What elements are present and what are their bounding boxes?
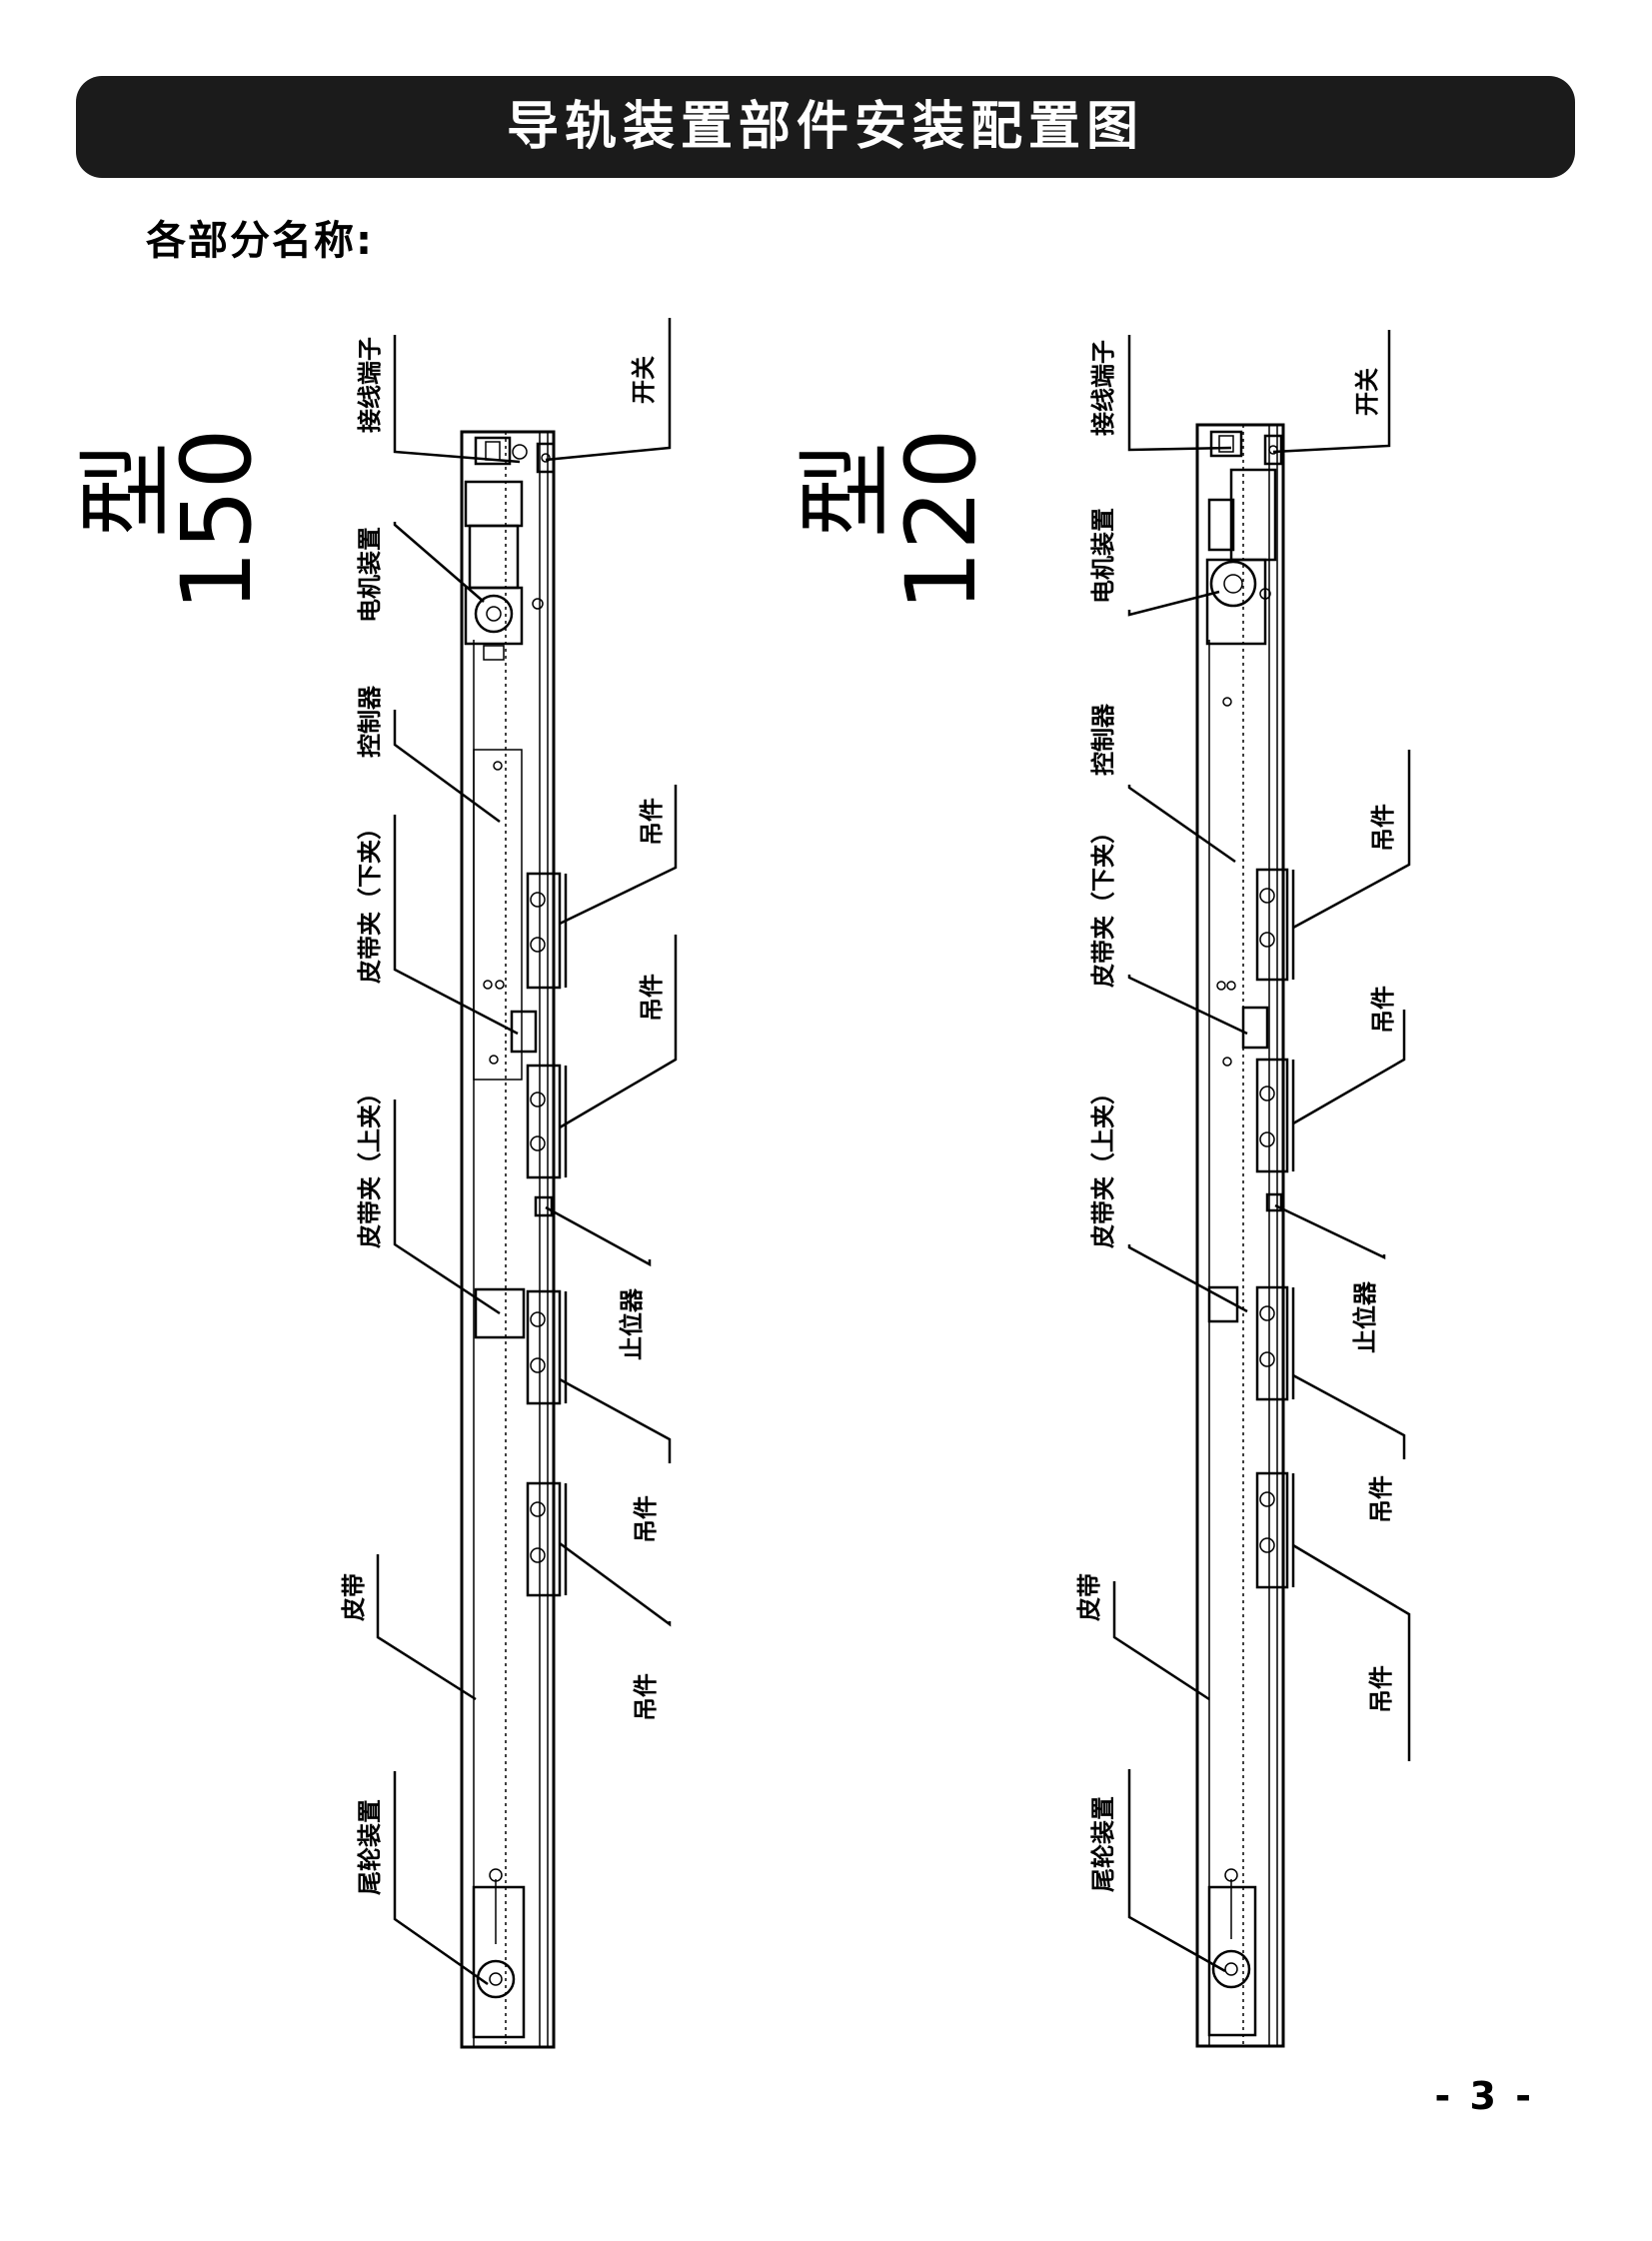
section-heading: 各部分名称: xyxy=(146,218,374,264)
label-hanger-4: 吊件 xyxy=(1367,1665,1395,1713)
title-banner: 导轨装置部件安装配置图 xyxy=(76,76,1575,178)
label-stopper: 止位器 xyxy=(1351,1280,1379,1353)
callout-lines xyxy=(1112,330,1411,1973)
label-terminal: 接线端子 xyxy=(1089,340,1117,436)
motor-unit xyxy=(1205,468,1277,646)
label-hanger-3: 吊件 xyxy=(1367,1475,1395,1523)
label-hanger-3: 吊件 xyxy=(632,1495,660,1543)
label-motor: 电机装置 xyxy=(1089,508,1117,604)
model-suffix: 型 xyxy=(791,442,902,538)
hanger-1 xyxy=(526,872,568,990)
belt-clamp-lower xyxy=(1241,1006,1269,1050)
label-belt-clamp-lower: 皮带夹（下夹） xyxy=(356,816,384,984)
stopper-component xyxy=(534,1195,554,1217)
controller-box xyxy=(1216,697,1236,1067)
label-switch: 开关 xyxy=(1353,368,1381,416)
page-number: - 3 - xyxy=(1434,2074,1534,2118)
belt-clamp-upper xyxy=(474,1287,526,1339)
rail-body xyxy=(460,430,556,2049)
label-hanger-4: 吊件 xyxy=(632,1673,660,1721)
label-tail-wheel: 尾轮装置 xyxy=(1089,1796,1117,1892)
motor-unit xyxy=(464,480,544,661)
label-hanger-2: 吊件 xyxy=(1369,986,1397,1034)
label-belt-clamp-upper: 皮带夹（上夹） xyxy=(356,1081,384,1248)
label-hanger-1: 吊件 xyxy=(638,798,666,846)
tail-wheel-unit xyxy=(1207,1868,1257,2037)
label-terminal: 接线端子 xyxy=(356,337,384,433)
label-hanger-2: 吊件 xyxy=(638,974,666,1022)
model-number: 150 xyxy=(161,428,273,611)
hanger-2 xyxy=(526,1064,568,1179)
hanger-4 xyxy=(1255,1471,1295,1589)
label-controller: 控制器 xyxy=(1089,703,1117,776)
terminal-block xyxy=(474,436,528,466)
belt-clamp-upper xyxy=(1207,1285,1239,1323)
tail-wheel-unit xyxy=(472,1868,526,2039)
label-switch: 开关 xyxy=(630,356,658,404)
label-belt: 皮带 xyxy=(1075,1573,1103,1621)
hanger-2 xyxy=(1255,1058,1295,1173)
model-number: 120 xyxy=(885,428,997,611)
hanger-1 xyxy=(1255,868,1295,982)
label-belt-clamp-upper: 皮带夹（上夹） xyxy=(1089,1081,1117,1248)
label-belt-clamp-lower: 皮带夹（下夹） xyxy=(1089,820,1117,988)
rail-body xyxy=(1195,423,1285,2048)
hanger-3 xyxy=(526,1289,568,1405)
terminal-block xyxy=(1209,430,1243,458)
label-belt: 皮带 xyxy=(340,1573,368,1621)
label-stopper: 止位器 xyxy=(618,1287,646,1360)
callout-lines xyxy=(376,318,678,1986)
label-motor: 电机装置 xyxy=(356,527,384,623)
label-tail-wheel: 尾轮装置 xyxy=(356,1799,384,1895)
model-suffix: 型 xyxy=(71,442,183,538)
label-hanger-1: 吊件 xyxy=(1369,804,1397,852)
stopper-component xyxy=(1265,1192,1283,1212)
hanger-4 xyxy=(526,1481,568,1597)
hanger-3 xyxy=(1255,1285,1295,1401)
page-title: 导轨装置部件安装配置图 xyxy=(506,97,1144,157)
controller-box xyxy=(473,749,523,1081)
label-controller: 控制器 xyxy=(356,685,384,758)
switch-component xyxy=(1263,434,1283,466)
